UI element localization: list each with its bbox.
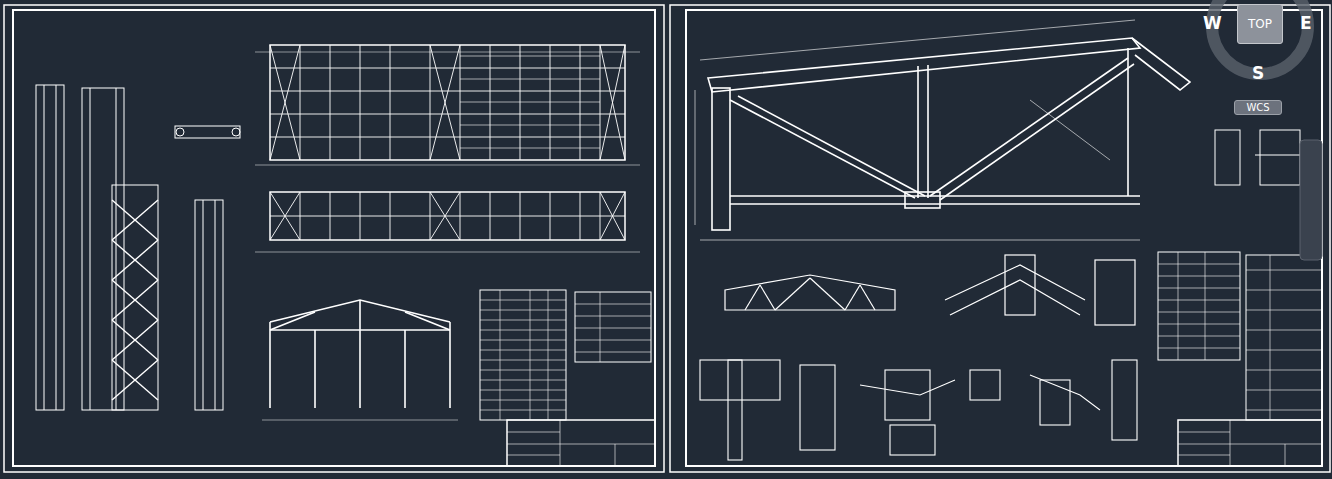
compass-letter: S xyxy=(1252,63,1264,83)
compass-letter: E xyxy=(1300,13,1312,33)
node-text: TOP xyxy=(1248,17,1272,31)
compass-letter: W xyxy=(1203,13,1222,33)
view-cube-face: TOP xyxy=(1237,4,1283,44)
ucs-button: WCS xyxy=(1234,100,1282,115)
node-text: WCS xyxy=(1246,102,1269,113)
